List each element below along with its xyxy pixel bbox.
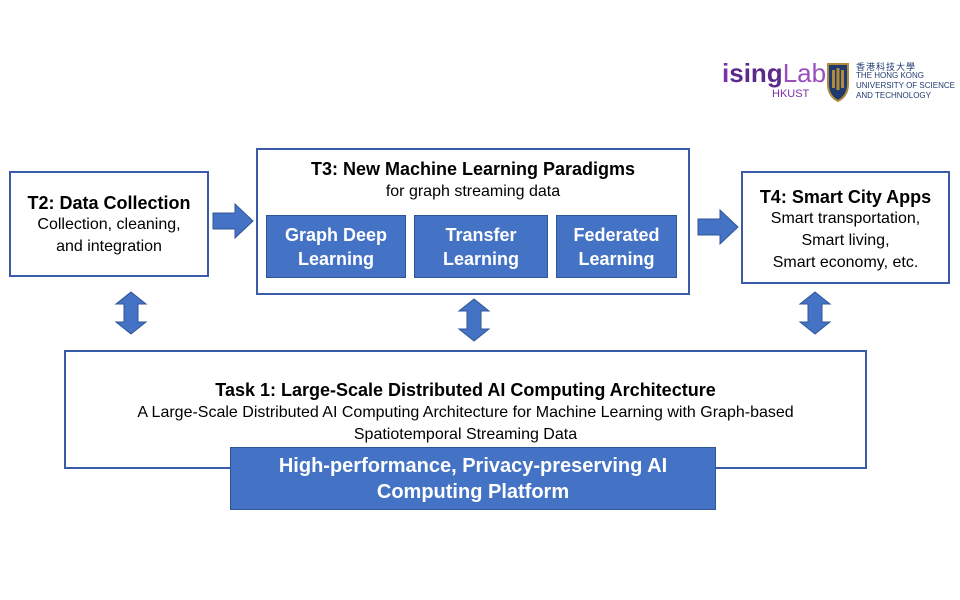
isinglab-sing: sing [729, 58, 783, 88]
task1-title: Task 1: Large-Scale Distributed AI Compu… [215, 380, 716, 400]
t3-title: T3: New Machine Learning Paradigms [310, 159, 636, 179]
method-label: Learning [442, 248, 519, 269]
t2-title: T2: Data Collection [27, 193, 191, 213]
t2-line: Collection, cleaning, [37, 216, 181, 233]
task1-description: A Large-Scale Distributed AI Computing A… [66, 402, 865, 446]
platform-line: High-performance, Privacy-preserving AI [278, 454, 668, 477]
isinglab-i: i [722, 58, 730, 88]
hkust-logo: 香港科技大學 THE HONG KONG UNIVERSITY OF SCIEN… [826, 60, 956, 104]
hkust-line1: THE HONG KONG [856, 71, 925, 80]
isinglab-logo: isingLab HKUST [722, 58, 826, 106]
task1-line: A Large-Scale Distributed AI Computing A… [137, 404, 794, 421]
hkust-line2: UNIVERSITY OF SCIENCE [856, 81, 955, 90]
ai-computing-platform-box: High-performance, Privacy-preserving AI … [230, 447, 716, 510]
platform-line: Computing Platform [376, 480, 570, 503]
t4-line: Smart transportation, [770, 210, 921, 227]
t2-line: and integration [56, 238, 162, 255]
method-label: Federated [573, 224, 660, 245]
method-label: Learning [297, 248, 374, 269]
method-label: Learning [578, 248, 655, 269]
t4-line: Smart economy, etc. [772, 254, 919, 271]
double-arrow-vertical-icon [457, 298, 491, 342]
isinglab-sub: HKUST [772, 88, 810, 100]
arrow-right-icon [212, 202, 254, 240]
t4-line: Smart living, [801, 232, 890, 249]
method-label: Transfer [445, 224, 517, 245]
double-arrow-vertical-icon [798, 291, 832, 335]
task1-line: Spatiotemporal Streaming Data [353, 426, 578, 443]
t2-data-collection-box: T2: Data Collection Collection, cleaning… [9, 171, 209, 277]
isinglab-lab: Lab [782, 58, 827, 88]
t4-smart-city-box: T4: Smart City Apps Smart transportation… [741, 171, 950, 284]
method-label: Graph Deep [284, 224, 388, 245]
hkust-crest-icon [827, 63, 849, 103]
hkust-line3: AND TECHNOLOGY [856, 91, 931, 100]
t4-description: Smart transportation, Smart living, Smar… [743, 208, 948, 274]
arrow-right-icon [697, 208, 739, 246]
hkust-chinese-name: 香港科技大學 [856, 62, 917, 72]
double-arrow-vertical-icon [114, 291, 148, 335]
t2-description: Collection, cleaning, and integration [11, 214, 207, 258]
t4-title: T4: Smart City Apps [759, 187, 932, 207]
t3-subtitle: for graph streaming data [385, 183, 561, 200]
